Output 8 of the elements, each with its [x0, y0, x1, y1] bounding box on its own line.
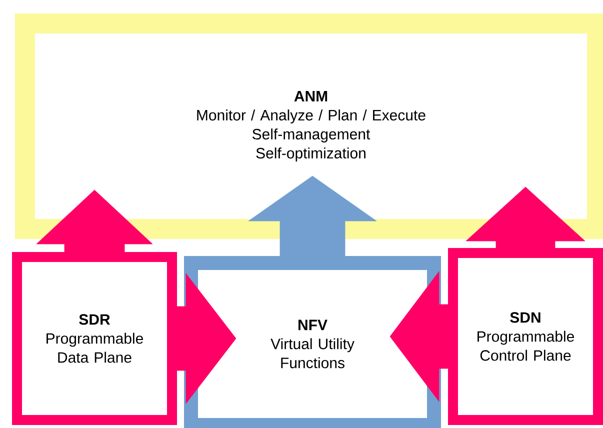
block-arrow	[466, 186, 586, 248]
block-arrow	[176, 273, 236, 404]
process-box: SDN Programmable Control Plane	[448, 248, 603, 425]
process-box: ANM Monitor / Analyze / Plan / Execute Self-management Self-optimization	[15, 14, 603, 239]
block-arrow	[248, 176, 377, 256]
block-arrow	[390, 271, 448, 402]
process-box: SDR Programmable Data Plane	[12, 252, 177, 425]
block-arrow	[36, 190, 153, 252]
